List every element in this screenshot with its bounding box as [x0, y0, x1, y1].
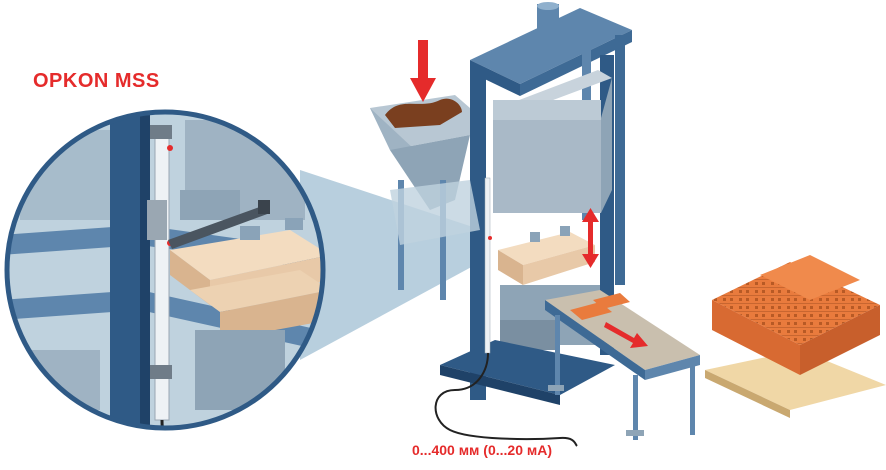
brick-pallet [705, 255, 886, 418]
conveyor-direction-arrow-icon [604, 322, 648, 348]
product-title: OPKON MSS [33, 70, 160, 92]
zoom-detail-view [4, 109, 326, 431]
sensor-cable [434, 352, 578, 447]
conveyor [545, 290, 700, 440]
vertical-double-arrow-icon [582, 208, 599, 268]
measurement-range-label: 0...400 мм (0...20 мА) [412, 442, 553, 458]
down-arrow-icon [410, 40, 436, 102]
